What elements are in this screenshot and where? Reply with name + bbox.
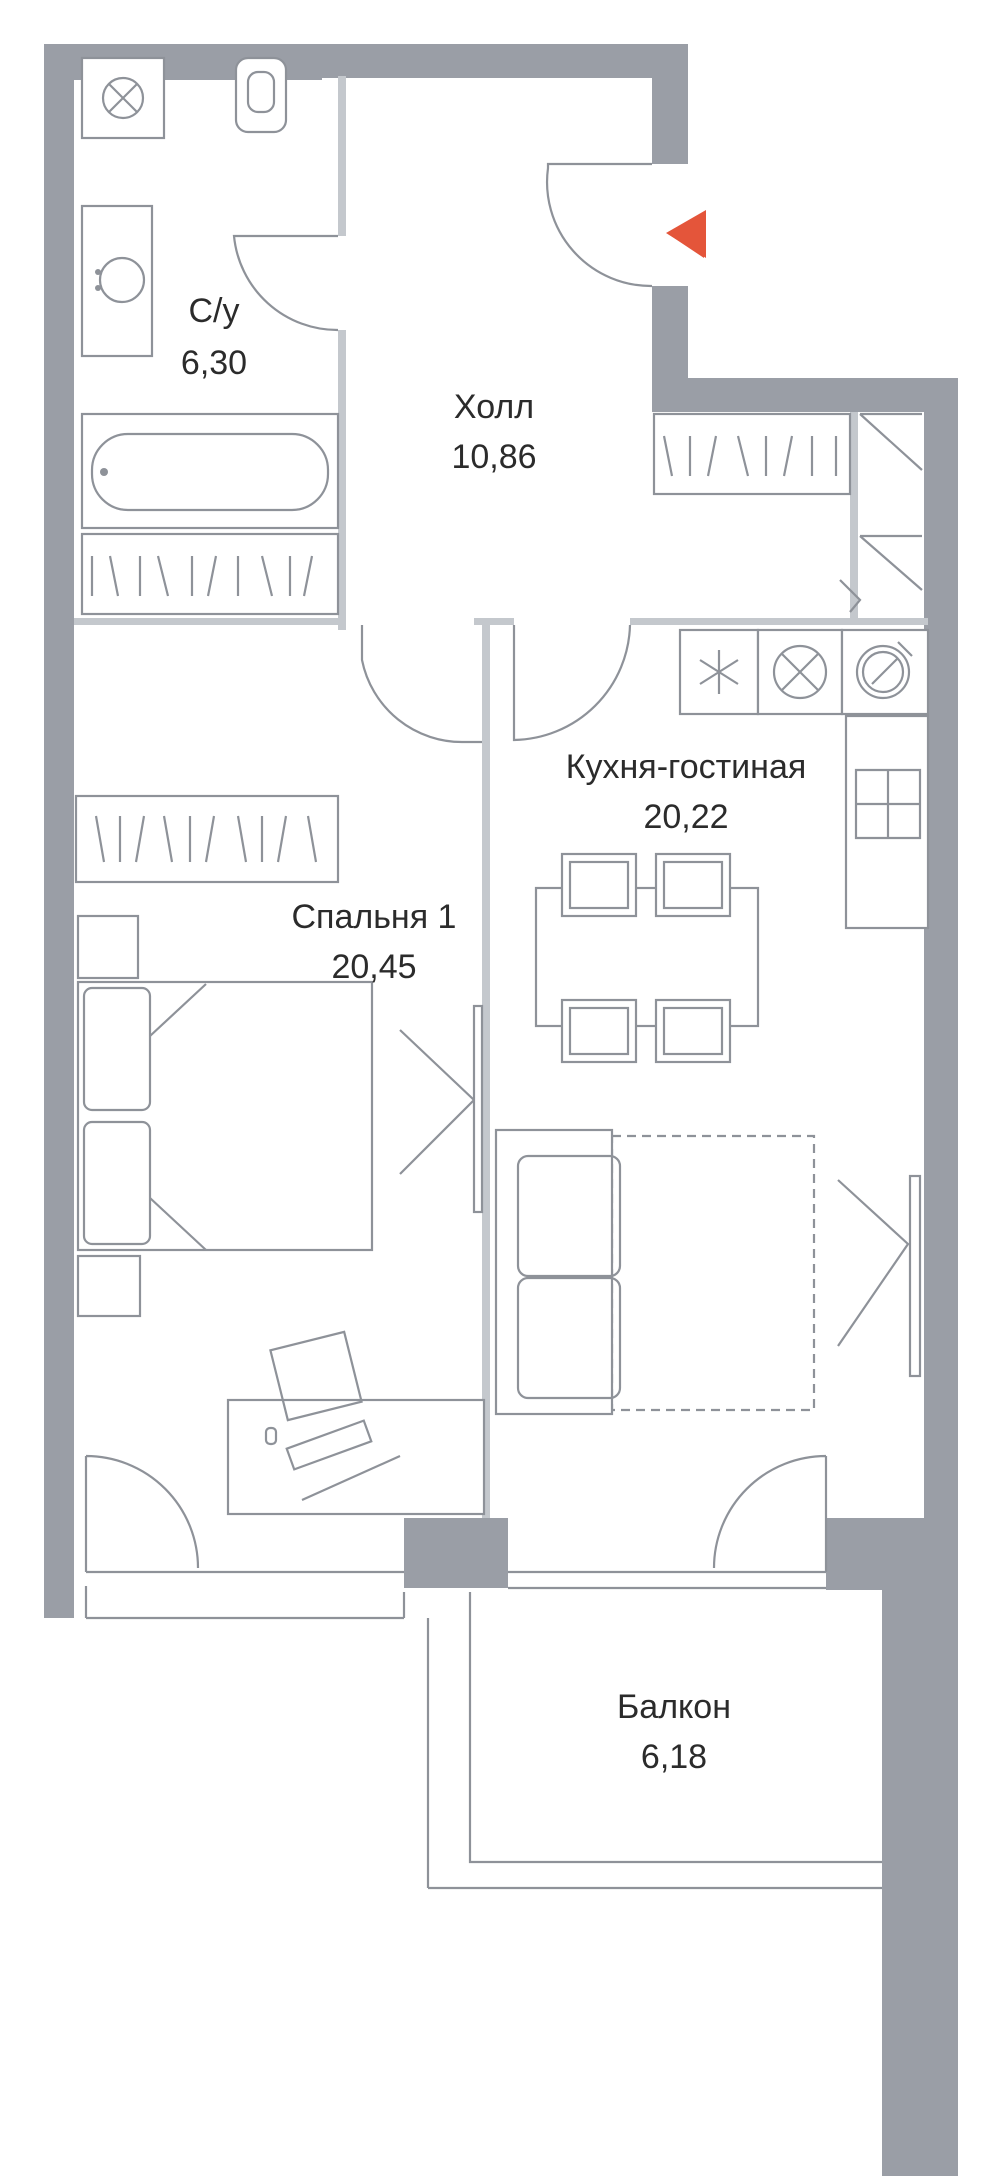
doors bbox=[84, 162, 828, 1572]
room-area-bedroom: 20,45 bbox=[331, 948, 416, 986]
room-area-kitchen: 20,22 bbox=[643, 798, 728, 836]
living-set bbox=[494, 1128, 922, 1416]
oven-icon bbox=[840, 628, 930, 716]
room-area-hall: 10,86 bbox=[451, 438, 536, 476]
fan-icon bbox=[756, 628, 844, 716]
toilet-icon bbox=[234, 56, 288, 134]
hall-fixtures bbox=[652, 412, 923, 613]
room-area-bathroom: 6,30 bbox=[181, 344, 247, 382]
exterior-walls bbox=[44, 44, 958, 2176]
room-name-bathroom: С/у bbox=[189, 292, 240, 330]
bedroom-fixtures bbox=[74, 794, 486, 1516]
wardrobe-bathroom bbox=[80, 532, 340, 616]
room-name-balcony: Балкон bbox=[617, 1688, 731, 1726]
sink-icon bbox=[80, 204, 154, 358]
bathroom-fixtures bbox=[80, 56, 340, 616]
wardrobe-bedroom bbox=[74, 794, 340, 884]
balcony-outline bbox=[84, 1570, 882, 1890]
room-area-balcony: 6,18 bbox=[641, 1738, 707, 1776]
room-name-bedroom: Спальня 1 bbox=[292, 898, 457, 936]
entrance-arrow-marker bbox=[666, 210, 706, 258]
wardrobe-hall bbox=[652, 412, 852, 496]
stove-icon bbox=[678, 628, 760, 716]
interior-partitions bbox=[74, 76, 928, 1518]
bathtub-icon bbox=[80, 412, 340, 530]
dining-set bbox=[534, 852, 760, 1064]
kitchen-fixtures bbox=[678, 628, 930, 930]
room-labels: С/у 6,30 Холл 10,86 Кухня-гостиная 20,22… bbox=[181, 292, 806, 1776]
fan-icon bbox=[80, 56, 166, 140]
room-name-hall: Холл bbox=[454, 388, 534, 426]
room-name-kitchen: Кухня-гостиная bbox=[566, 748, 807, 786]
